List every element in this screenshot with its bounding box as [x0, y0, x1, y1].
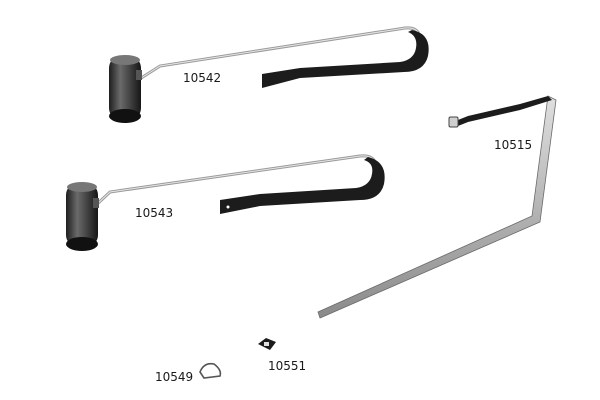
part-10515-clip: [448, 116, 459, 128]
part-10542-handle: [109, 55, 142, 123]
part-10515-bar: [317, 95, 557, 319]
part-10551-buckle: [258, 338, 276, 350]
label-10549: 10549: [155, 370, 193, 384]
part-10543-handle: [66, 182, 99, 251]
part-10543-strap: [220, 157, 385, 214]
label-10542: 10542: [183, 71, 221, 85]
part-10515-strap: [458, 96, 552, 126]
part-10542-assembly: [109, 26, 429, 123]
part-10549-ring: [199, 362, 222, 379]
part-10515-assembly: [317, 95, 557, 319]
label-10551: 10551: [268, 359, 306, 373]
label-10515: 10515: [494, 138, 532, 152]
part-10543-assembly: [66, 154, 385, 251]
label-10543: 10543: [135, 206, 173, 220]
part-10542-strap: [262, 30, 429, 88]
